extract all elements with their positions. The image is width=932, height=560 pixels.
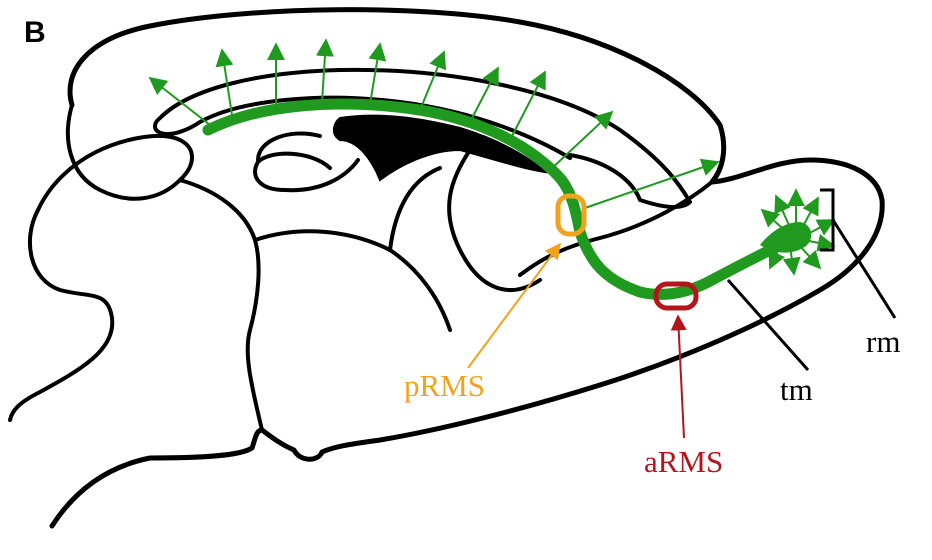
bulb-arrow [800, 198, 818, 232]
prms-pointer-arrow [468, 244, 560, 368]
radial-arrow [420, 52, 444, 110]
cerebellum-outline [10, 105, 192, 420]
rm-label: rm [866, 324, 900, 359]
arms-label: aRMS [644, 444, 723, 479]
prms-label: pRMS [404, 368, 485, 403]
bulb-arrow [798, 244, 820, 268]
hippocampus-outline [255, 154, 358, 191]
radial-arrow [550, 112, 612, 170]
panel-label: B [24, 16, 46, 49]
brain-outline [52, 10, 882, 526]
hypothalamus-outline [390, 168, 440, 250]
cerebellum-folds [180, 180, 262, 430]
rm-bracket [820, 190, 833, 250]
tm-leader-line [728, 280, 808, 370]
radial-arrow [470, 68, 498, 122]
radial-arrow [585, 162, 718, 208]
radial-arrow [370, 44, 380, 104]
radial-arrow [510, 72, 545, 140]
rm-leader-line [833, 220, 895, 318]
brainstem-outline [255, 231, 450, 330]
tm-label: tm [780, 372, 813, 407]
olfactory-bulb-outline [520, 182, 712, 275]
arms-pointer-arrow [678, 316, 684, 438]
